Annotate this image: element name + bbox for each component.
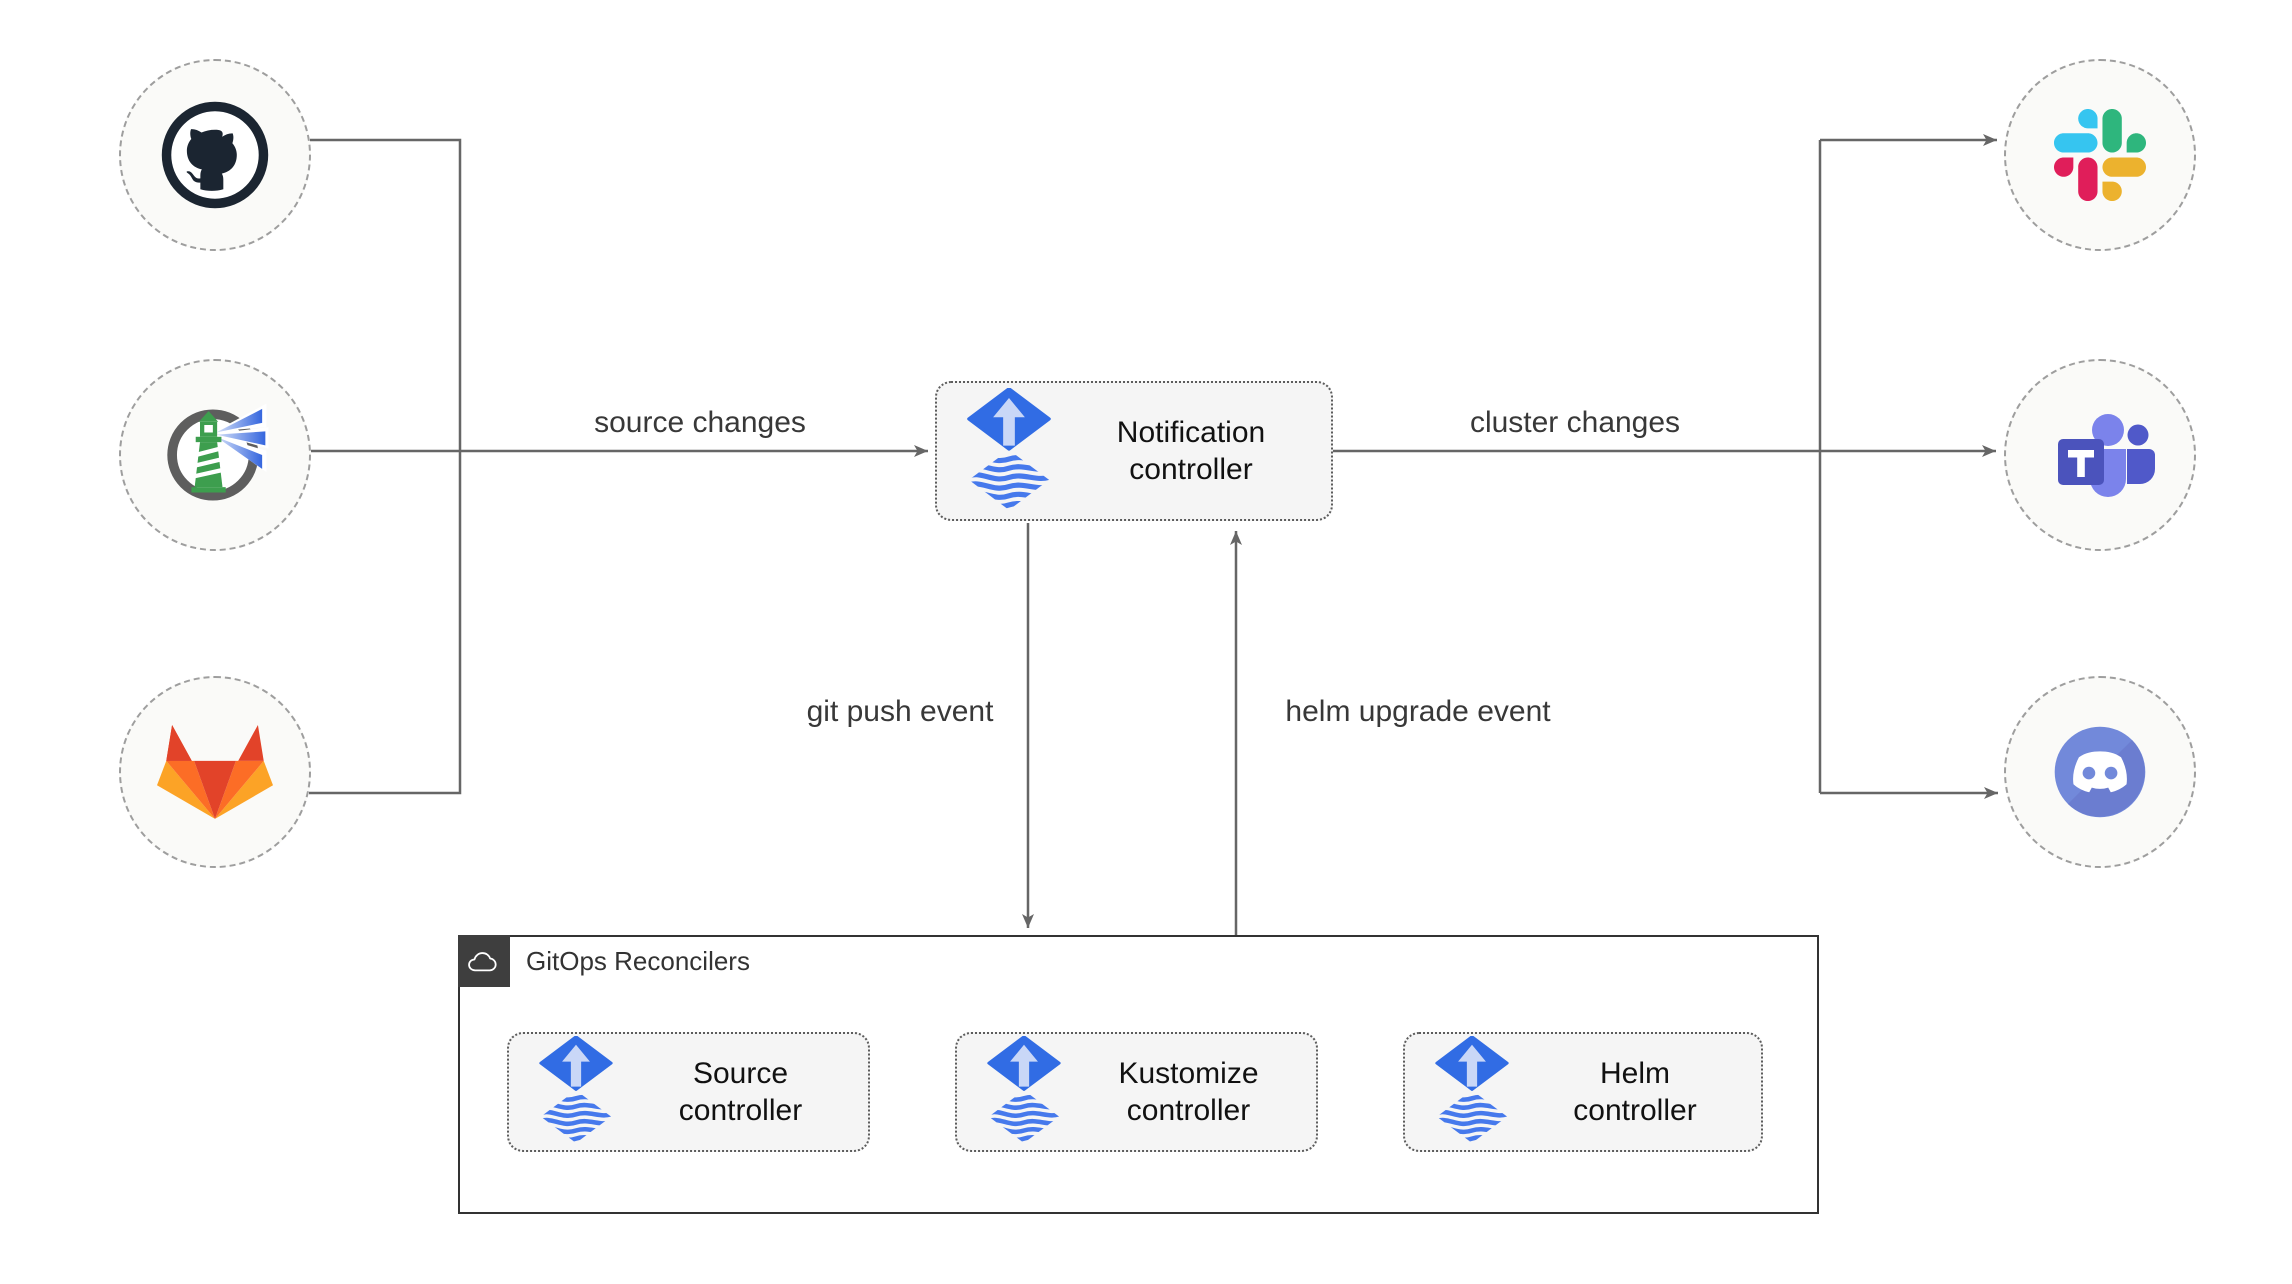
node-harbor xyxy=(119,359,311,551)
cloud-icon xyxy=(467,949,501,974)
node-slack xyxy=(2004,59,2196,251)
gitops-reconcilers-title: GitOps Reconcilers xyxy=(526,946,750,976)
node-teams xyxy=(2004,359,2196,551)
node-kustomize-controller: Kustomize controller xyxy=(955,1032,1318,1152)
kustomize-controller-label: Kustomize controller xyxy=(1118,1056,1259,1128)
notification-controller-label: Notification controller xyxy=(1116,415,1266,487)
node-notification-controller: Notification controller xyxy=(935,381,1333,521)
gitlab-icon xyxy=(157,719,273,826)
gitops-reconcilers-badge xyxy=(458,935,510,987)
flux-icon xyxy=(987,1036,1061,1148)
node-source-controller: Source controller xyxy=(507,1032,870,1152)
flux-icon xyxy=(1435,1036,1509,1148)
edge-label-source-changes: source changes xyxy=(588,406,812,440)
node-helm-controller: Helm controller xyxy=(1403,1032,1763,1152)
flux-icon xyxy=(967,388,1051,515)
node-gitlab xyxy=(119,676,311,868)
flux-icon xyxy=(539,1036,613,1148)
edge-left-trunk xyxy=(309,138,462,795)
slack-icon xyxy=(2054,109,2146,201)
edge-label-cluster-changes: cluster changes xyxy=(1463,406,1687,440)
edge-label-helm-upgrade-event: helm upgrade event xyxy=(1279,695,1557,729)
source-controller-label: Source controller xyxy=(678,1056,803,1128)
discord-icon xyxy=(2041,713,2159,831)
helm-controller-label: Helm controller xyxy=(1573,1056,1697,1128)
edge-label-git-push-event: git push event xyxy=(800,695,1000,729)
teams-icon xyxy=(2044,409,2156,501)
harbor-icon xyxy=(155,395,275,515)
node-discord xyxy=(2004,676,2196,868)
github-icon xyxy=(156,96,274,214)
node-github xyxy=(119,59,311,251)
